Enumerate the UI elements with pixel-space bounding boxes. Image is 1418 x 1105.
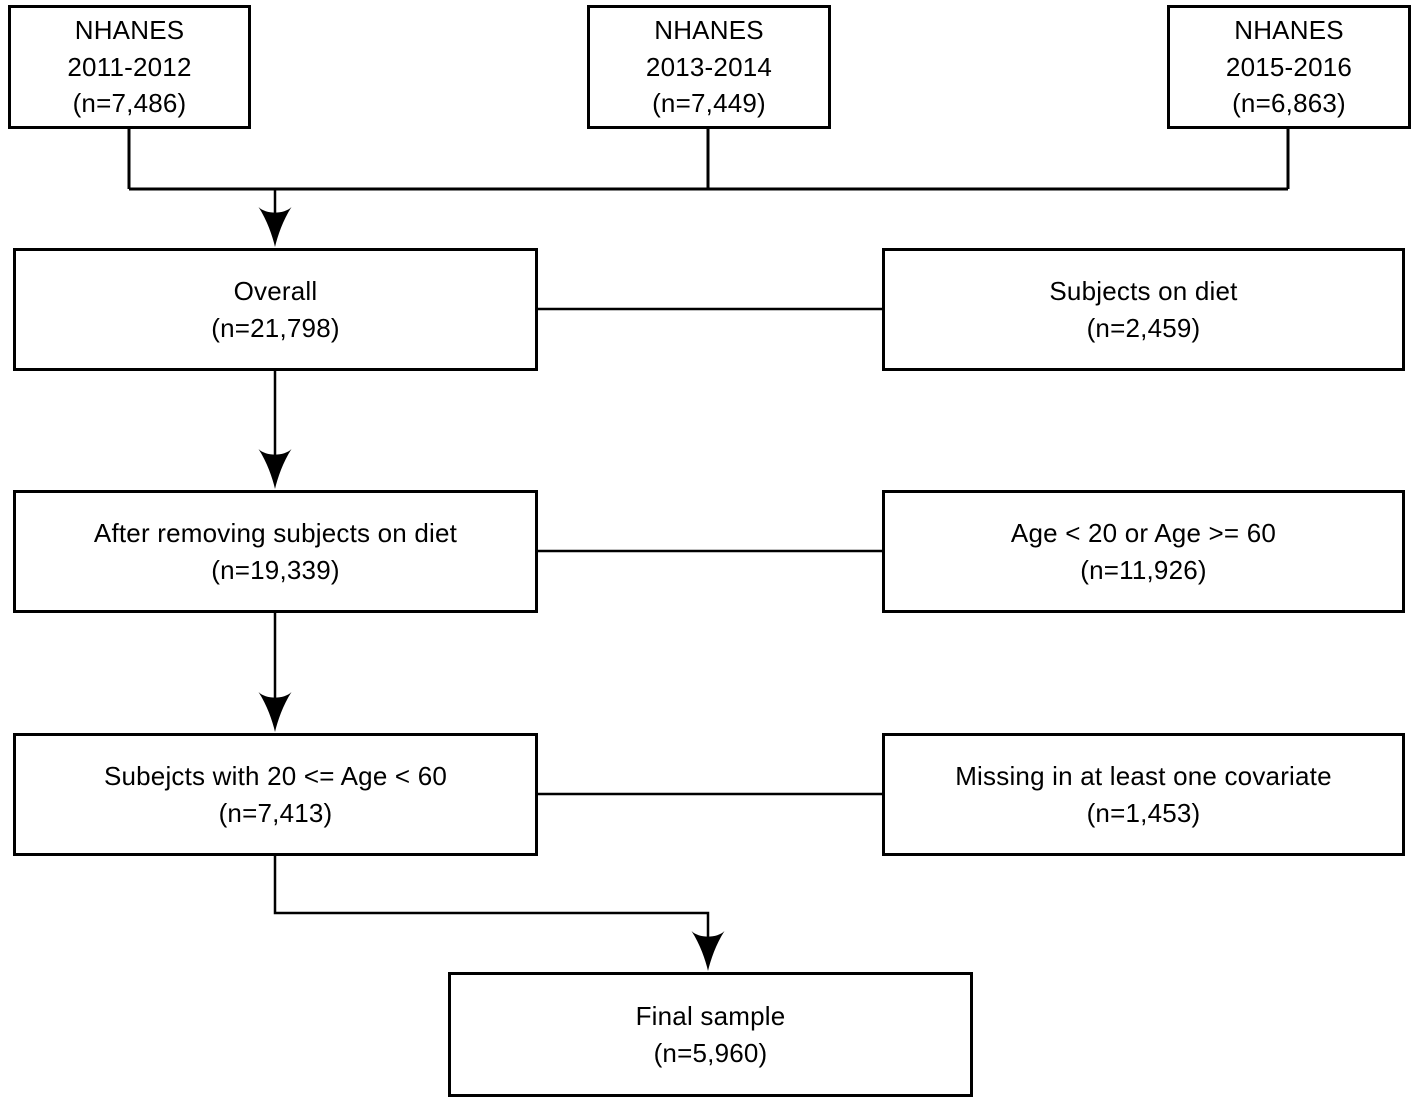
arrowhead-to-final (691, 931, 725, 971)
node-line: NHANES (74, 14, 185, 45)
node-nhanes-2013-2014: NHANES 2013-2014 (n=7,449) (587, 5, 831, 129)
node-after-removing-diet: After removing subjects on diet (n=19,33… (13, 490, 538, 613)
node-line: NHANES (654, 14, 764, 45)
arrowhead-to-age2060 (258, 692, 292, 732)
node-line: 2015-2016 (1225, 51, 1353, 82)
node-count: (n=11,926) (1080, 554, 1207, 585)
node-count: (n=21,798) (211, 312, 340, 343)
arrowhead-to-overall (258, 207, 292, 247)
node-count: (n=2,459) (1086, 312, 1201, 343)
node-count: (n=5,960) (653, 1037, 768, 1068)
node-label: Subjects on diet (1049, 275, 1238, 306)
node-line: 2013-2014 (645, 51, 773, 82)
node-nhanes-2015-2016: NHANES 2015-2016 (n=6,863) (1167, 5, 1411, 129)
node-subjects-on-diet: Subjects on diet (n=2,459) (882, 248, 1405, 371)
node-count: (n=6,863) (1232, 88, 1346, 119)
age2060-to-final-elbow (273, 856, 710, 955)
node-count: (n=7,449) (652, 88, 766, 119)
node-overall: Overall (n=21,798) (13, 248, 538, 371)
node-label: Subejcts with 20 <= Age < 60 (103, 760, 448, 791)
node-line: NHANES (1234, 14, 1344, 45)
source-merge-connector (127, 128, 1290, 191)
node-missing-covariate: Missing in at least one covariate (n=1,4… (882, 733, 1405, 856)
node-count: (n=1,453) (1086, 797, 1201, 828)
node-final-sample: Final sample (n=5,960) (448, 972, 973, 1097)
node-nhanes-2011-2012: NHANES 2011-2012 (n=7,486) (8, 5, 251, 129)
node-label: Missing in at least one covariate (955, 760, 1332, 791)
node-label: After removing subjects on diet (93, 517, 458, 548)
node-count: (n=19,339) (211, 554, 340, 585)
arrowhead-to-afterdiet (258, 449, 292, 489)
node-line: 2011-2012 (67, 51, 192, 82)
node-count: (n=7,413) (218, 797, 333, 828)
node-count: (n=7,486) (72, 88, 187, 119)
node-label: Age < 20 or Age >= 60 (1010, 517, 1277, 548)
node-age-exclusion: Age < 20 or Age >= 60 (n=11,926) (882, 490, 1405, 613)
node-subjects-age-20-60: Subejcts with 20 <= Age < 60 (n=7,413) (13, 733, 538, 856)
node-label: Final sample (635, 1000, 786, 1031)
node-label: Overall (233, 275, 318, 306)
